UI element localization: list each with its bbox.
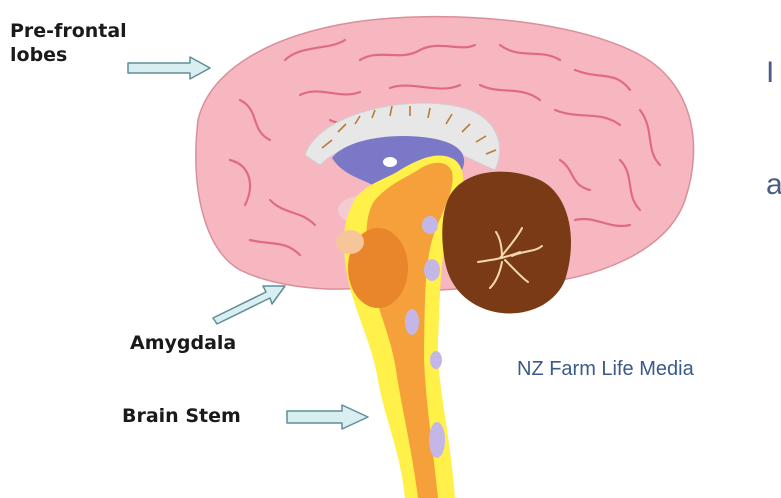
brain-stem-label: Brain Stem bbox=[122, 405, 241, 429]
prefrontal-arrow-icon bbox=[128, 57, 210, 79]
prefrontal-label-line2: lobes bbox=[10, 44, 67, 66]
cut-off-text-2: a bbox=[766, 170, 781, 200]
prefrontal-lobes-label: Pre-frontal lobes bbox=[10, 20, 127, 68]
hypothalamus bbox=[336, 230, 364, 254]
cerebellum bbox=[442, 172, 571, 314]
amygdala-label: Amygdala bbox=[130, 332, 236, 356]
cut-off-text-1: I bbox=[766, 58, 774, 88]
prefrontal-label-line1: Pre-frontal bbox=[10, 20, 127, 42]
credit-text: NZ Farm Life Media bbox=[517, 358, 694, 381]
amygdala-arrow-icon bbox=[213, 286, 285, 324]
brain-stem-arrow-icon bbox=[287, 405, 368, 429]
ventricle-highlight bbox=[383, 157, 397, 167]
